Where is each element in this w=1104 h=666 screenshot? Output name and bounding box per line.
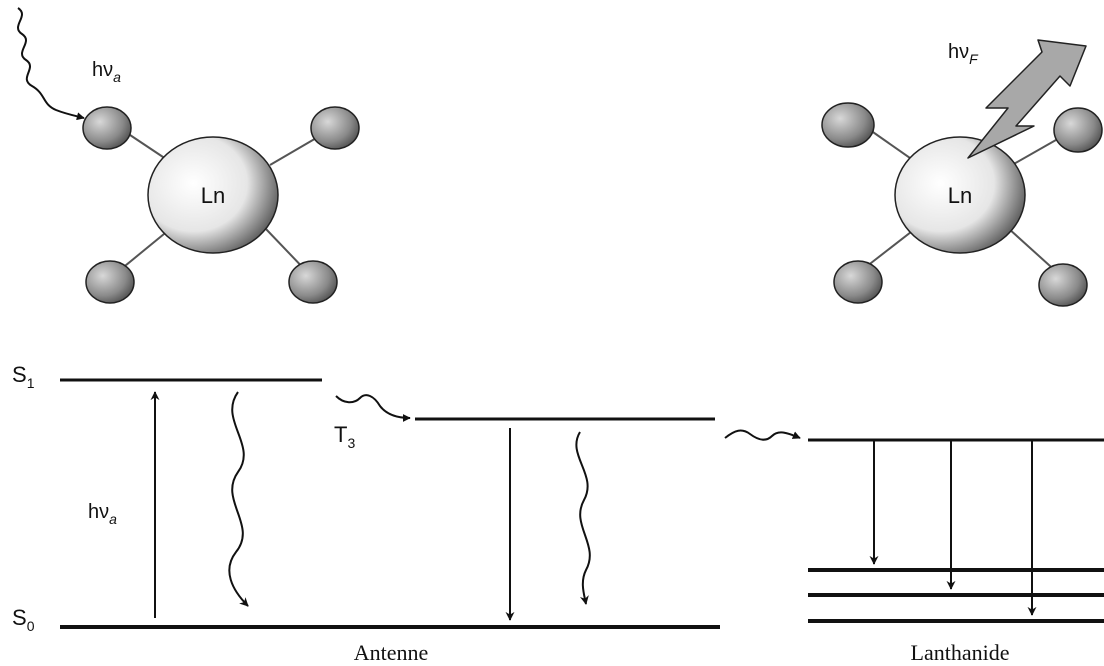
triplet-nonradiative-arrow — [575, 431, 591, 605]
ligand-sphere — [1038, 263, 1088, 307]
emission-lightning-arrow — [967, 39, 1087, 159]
energy-level-diagram: S1 S0 T3 hνa — [12, 362, 1104, 634]
ligand-sphere — [310, 106, 360, 150]
ligand-sphere — [288, 260, 338, 304]
absorbed-photon-label: hνa — [92, 59, 121, 85]
t3-label: T3 — [334, 422, 355, 451]
incoming-photon-arrow — [17, 7, 85, 121]
ligand-sphere — [821, 102, 875, 148]
ligand-sphere — [1053, 107, 1103, 153]
energy-transfer-arrow — [724, 429, 801, 441]
lanthanide-label: Ln — [201, 183, 225, 208]
emitted-photon-label: hνF — [948, 41, 979, 67]
ligand-sphere — [833, 260, 883, 304]
lanthanide-label: Ln — [948, 183, 972, 208]
lanthanide-caption: Lanthanide — [911, 640, 1010, 665]
lanthanide-sphere — [894, 136, 1026, 254]
nonradiative-decay-arrow — [228, 391, 249, 607]
intersystem-crossing-arrow — [335, 394, 411, 422]
right-complex: Ln hνF — [821, 39, 1103, 307]
s0-label: S0 — [12, 605, 35, 634]
left-complex: Ln hνa — [17, 7, 360, 304]
s1-label: S1 — [12, 362, 35, 391]
ligand-sphere — [85, 260, 135, 304]
absorption-label: hνa — [88, 501, 117, 527]
antenne-caption: Antenne — [354, 640, 429, 665]
ligand-sphere — [82, 106, 132, 150]
lanthanide-sphere — [147, 136, 279, 254]
